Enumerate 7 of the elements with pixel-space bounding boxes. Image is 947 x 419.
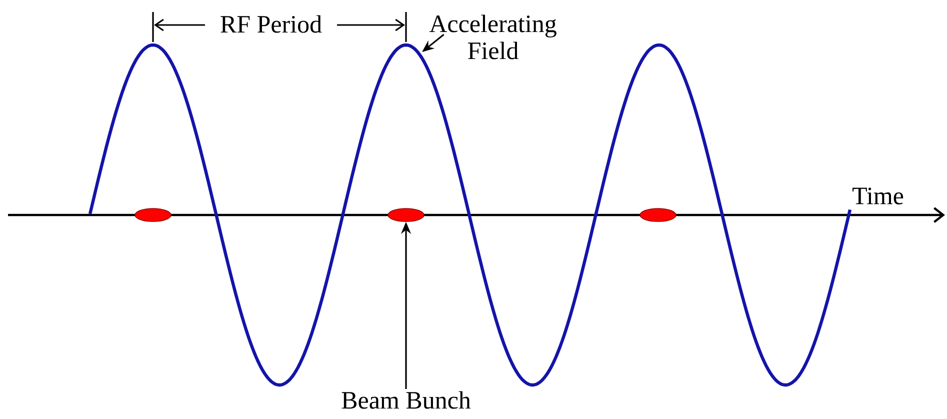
axis-label: Time [852, 188, 904, 204]
beam-bunch [640, 208, 676, 222]
callout-text: Accelerating Field [429, 14, 556, 60]
beam-bunch [134, 208, 172, 222]
callout-text: Beam Bunch [342, 391, 471, 409]
dimension-label: RF Period [220, 15, 322, 33]
beam-bunch [388, 208, 424, 222]
